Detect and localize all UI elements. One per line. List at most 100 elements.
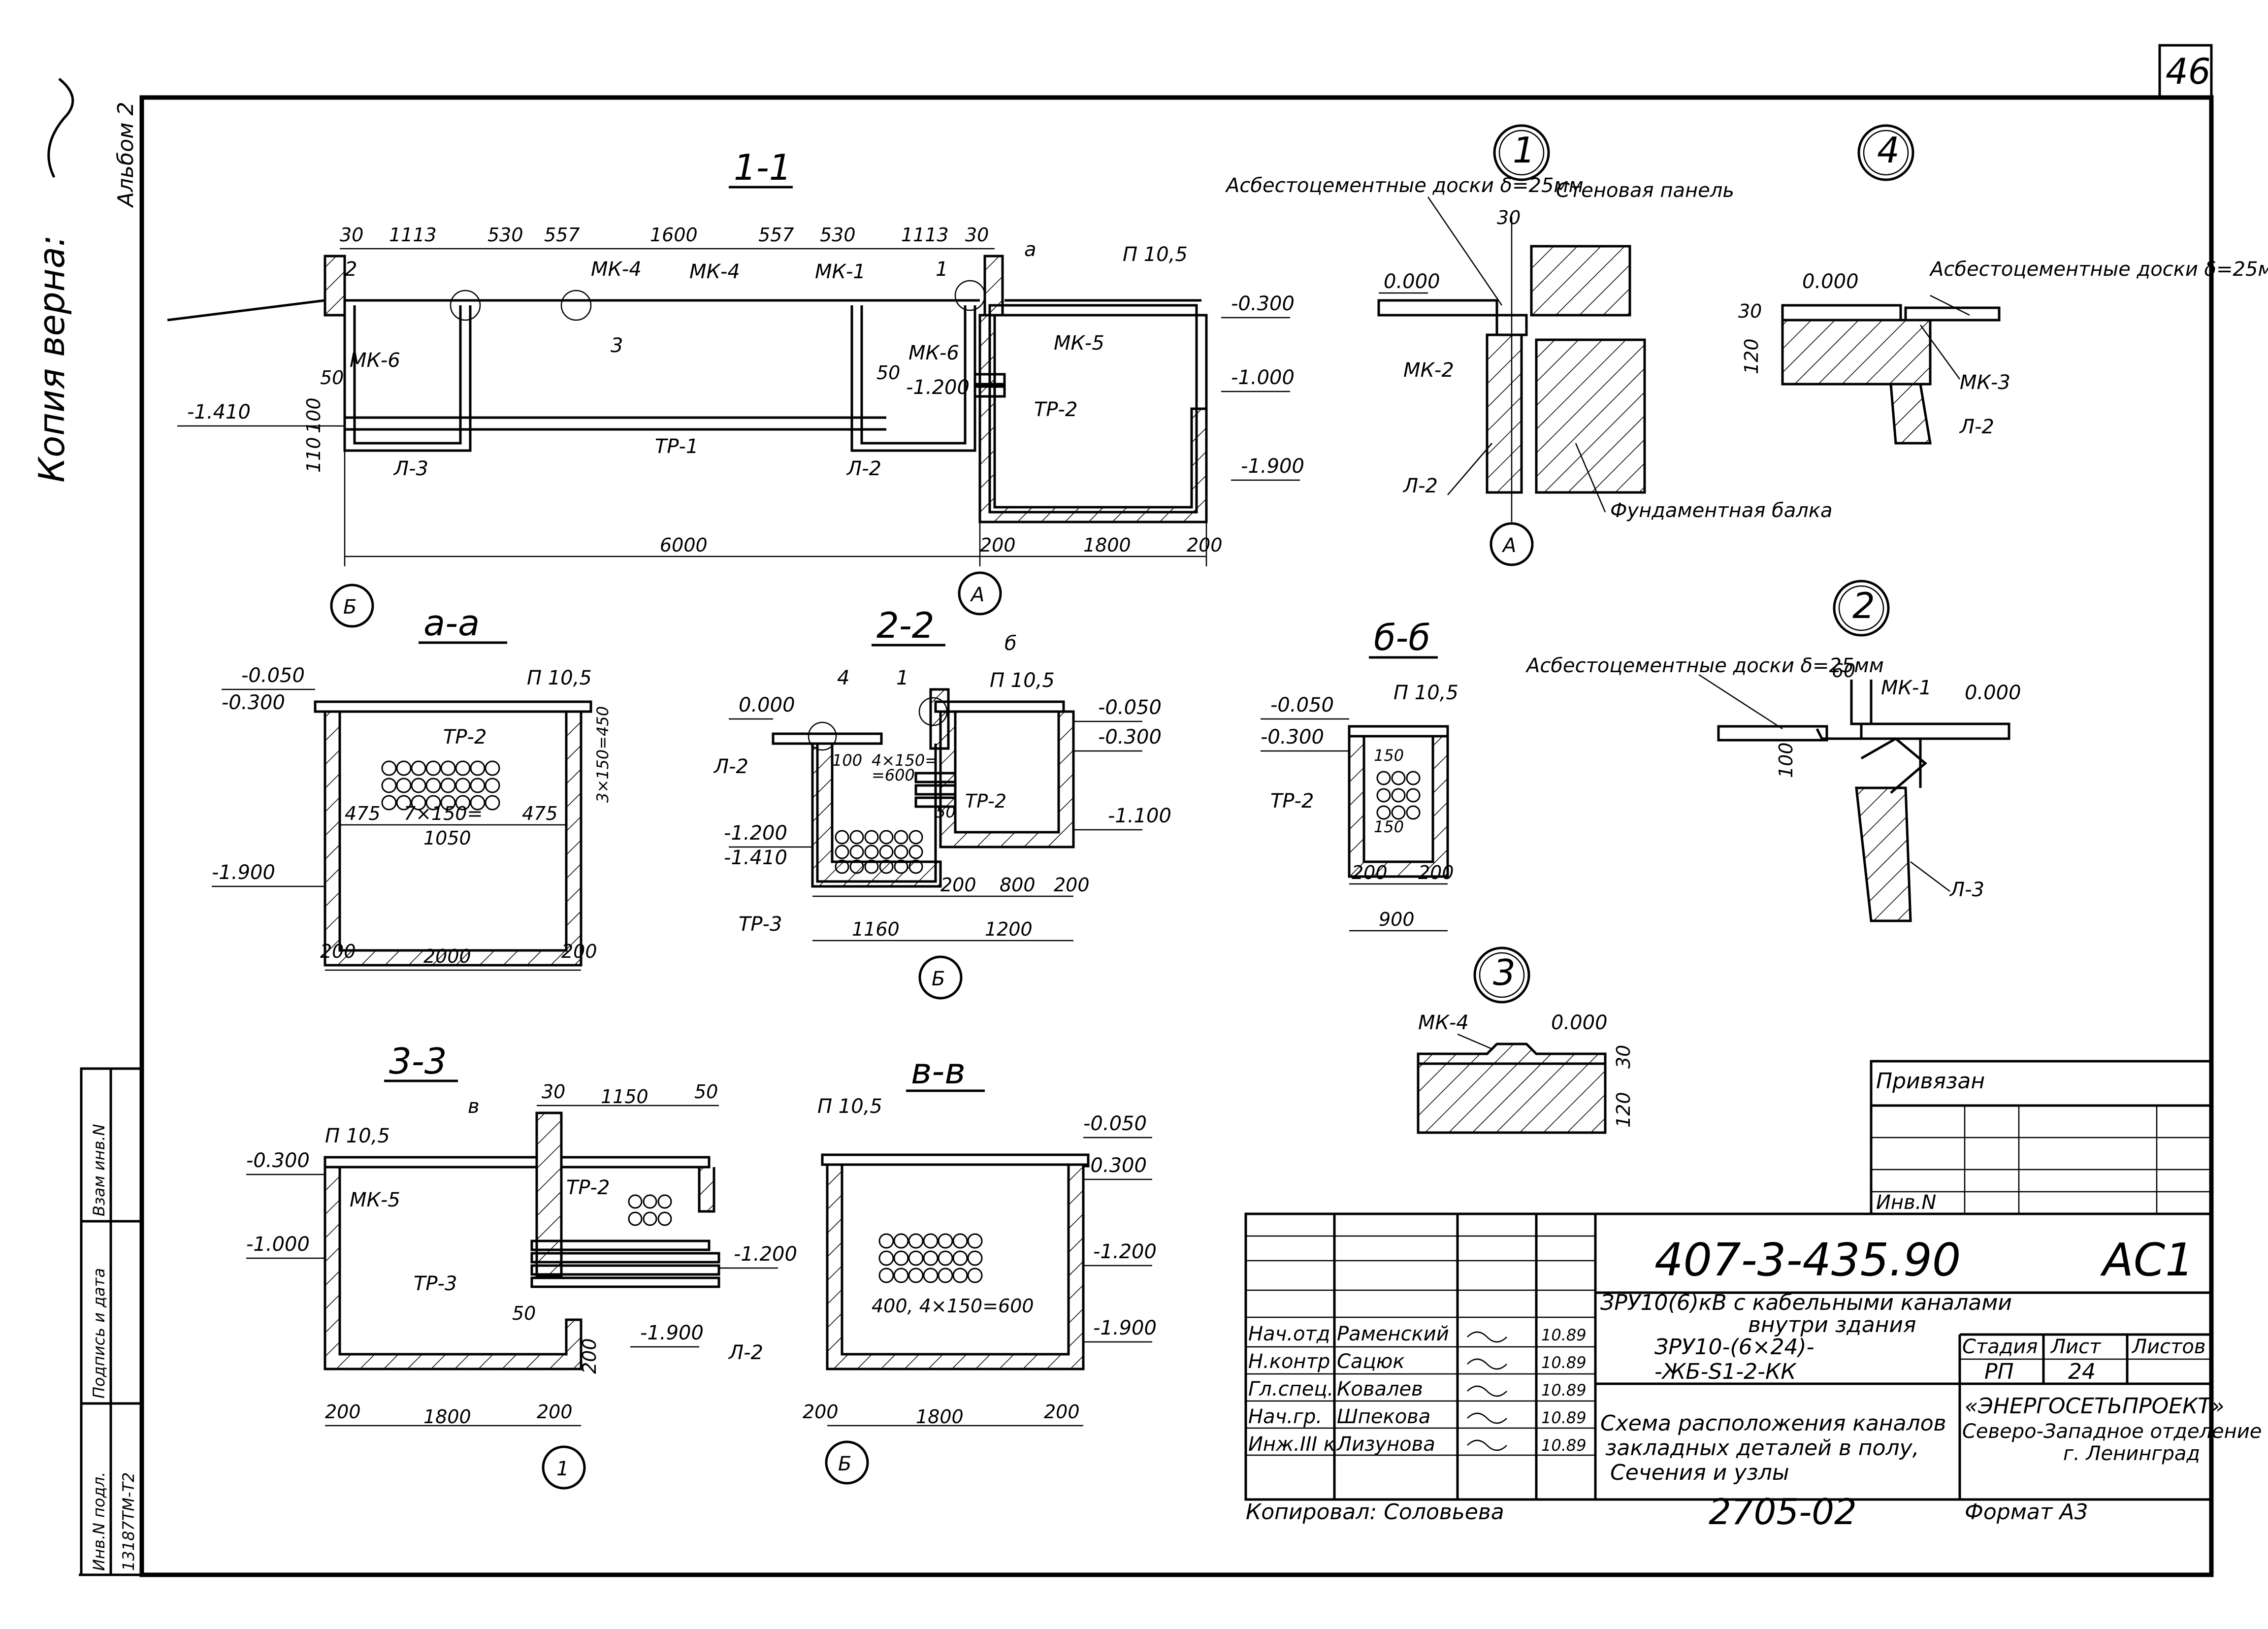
node2-label-100: 100 [1775,742,1797,778]
section-3-3: 3-3 -0.300 -1.000 -1.200 -1.900 в П 10,5… [246,1041,797,1490]
s11-dim-7: 530 [820,224,856,246]
node4-label-l2: Л-2 [1959,416,1994,438]
s33-dim-3: 50 [694,1081,718,1103]
section-2-2: 2-2 0.000 -0.050 -0.300 -1.200 -1.410 -1… [713,605,1171,1000]
s22-label-b: б [1004,632,1017,655]
section-1-1-title: 1-1 [734,147,792,188]
sub-line-1: ЗРУ10-(6×24)- [1654,1335,1814,1360]
vv-level-4: -1.900 [1093,1317,1157,1339]
section-vv-title: в-в [911,1050,966,1092]
sheets-label: Листов [2131,1336,2205,1358]
aa-dim-8: 3×150=450 [593,706,612,803]
s22-axis: Б [932,968,945,990]
node-4: 4 0.000 Асбестоцементные доски δ=25мм МК… [1738,124,2268,445]
section-bb-title: б-б [1374,617,1430,658]
node-3: 3 МК-4 0.000 30 120 [1417,946,1634,1134]
node4-label-level: 0.000 [1802,270,1859,293]
stamp-inv-label: Инв.N подл. [90,1472,108,1571]
section-1-1: 1-1 30 1113 530 557 1600 557 530 1113 30 [167,147,1304,628]
s33-dim-5: 1800 [423,1406,471,1428]
s33-label-mk5: МК-5 [350,1189,400,1211]
s11-label-100: 100 [303,397,324,433]
bb-dim-1: 200 [1352,862,1388,883]
s33-dim-4: 200 [325,1401,361,1423]
person-3-role: Гл.спец. [1248,1378,1333,1401]
node-1-axis: А [1501,534,1516,557]
org-line-3: г. Ленинград [2063,1442,2200,1465]
s11-dim-3: 530 [487,224,523,246]
node2-label-l3: Л-3 [1949,879,1984,901]
s11-label-1: 1 [936,258,948,281]
bb-label-150a: 150 [1374,746,1404,765]
node4-label-120: 120 [1741,338,1762,374]
s33-level-2: -1.000 [246,1233,310,1256]
node-1-id: 1 [1513,130,1535,171]
copy-verified-text: Копия верна: [31,235,72,483]
aa-dim-2: 7×150= [404,803,483,824]
section-a-a-title: а-а [423,602,480,644]
s11-dimb-3: 1800 [1083,534,1131,556]
vv-label-p105: П 10,5 [817,1095,882,1118]
s11-label-tr2: ТР-2 [1034,398,1077,421]
stage-label: Стадия [1962,1336,2038,1358]
s11-level-3: -1.900 [1241,455,1304,478]
aa-dim-7: 200 [561,941,597,962]
s33-label-p105: П 10,5 [325,1125,390,1147]
copied-by: Копировал: Соловьева [1246,1499,1504,1525]
vv-label-400: 400, 4×150=600 [872,1295,1034,1317]
s11-label-a: a [1024,238,1037,261]
s11-label-mk5: МК-5 [1054,332,1104,355]
s11-dim-5: 1600 [650,224,698,246]
aa-dim-1: 475 [345,803,381,824]
person-1-role: Нач.отд [1248,1323,1330,1345]
section-v-v: в-в -0.050 -0.300 -1.200 -1.900 П 10,5 4… [803,1050,1157,1485]
vv-level-1: -0.050 [1083,1112,1147,1135]
description-line-2: внутри здания [1748,1312,1916,1337]
aa-level-2: -0.300 [222,691,285,714]
person-1-name: Раменский [1337,1323,1449,1345]
bb-dim-3: 900 [1379,909,1415,930]
person-5-date: 10.89 [1541,1436,1587,1455]
person-2-date: 10.89 [1541,1353,1587,1372]
s22-dim-4: 1160 [852,918,900,940]
s11-dim-9: 30 [965,224,989,246]
node3-label-mk4: МК-4 [1418,1011,1469,1034]
s33-dim-1: 30 [542,1081,565,1103]
s11-dim-6: 557 [758,224,794,246]
s11-label-l3: Л-3 [393,457,428,480]
vv-dim-2: 1800 [916,1406,964,1428]
s33-label-200: 200 [579,1338,600,1374]
privyazan-label: Привязан [1876,1069,1985,1094]
person-4-date: 10.89 [1541,1408,1587,1427]
s22-label-4: 4 [837,667,849,689]
node-4-id: 4 [1877,130,1900,171]
s11-level-1: -0.300 [1231,293,1295,315]
s11-level-2: -1.000 [1231,366,1295,389]
node-2-id: 2 [1852,585,1875,626]
sheet-value: 24 [2068,1359,2096,1384]
s22-label-tr3: ТР-3 [739,913,782,936]
aa-dim-4: 475 [522,803,558,824]
s22-level-3: -0.300 [1098,726,1162,749]
node2-label-asbest: Асбестоцементные доски δ=25мм [1525,654,1884,677]
project-code-suffix: АС1 [2100,1234,2194,1286]
node-3-id: 3 [1493,952,1516,993]
node1-label-level: 0.000 [1384,270,1440,293]
sheet-label: Лист [2050,1336,2102,1358]
section-a-a: а-а -0.050 -0.300 -1.900 П 10,5 ТР-2 475… [212,602,612,971]
node-2: 2 Асбестоцементные доски δ=25мм 60 МК-1 … [1525,580,2021,922]
aa-dim-6: 2000 [423,945,471,967]
signatures [1467,1331,1507,1451]
s11-label-110: 110 [303,437,324,473]
person-5-name: Лизунова [1336,1433,1435,1456]
s22-level-5: -1.410 [724,847,787,869]
s22-dim-1: 200 [940,874,976,896]
drawing-line-2: закладных деталей в полу, [1605,1435,1919,1461]
vv-level-3: -1.200 [1093,1240,1157,1263]
album-text: Альбом 2 [113,102,138,208]
person-3-date: 10.89 [1541,1381,1587,1400]
vv-dim-3: 200 [1044,1401,1080,1423]
s22-label-tr2: ТР-2 [965,790,1006,812]
s11-label-tr1: ТР-1 [655,435,698,458]
s11-level-5: -1.200 [906,376,970,399]
